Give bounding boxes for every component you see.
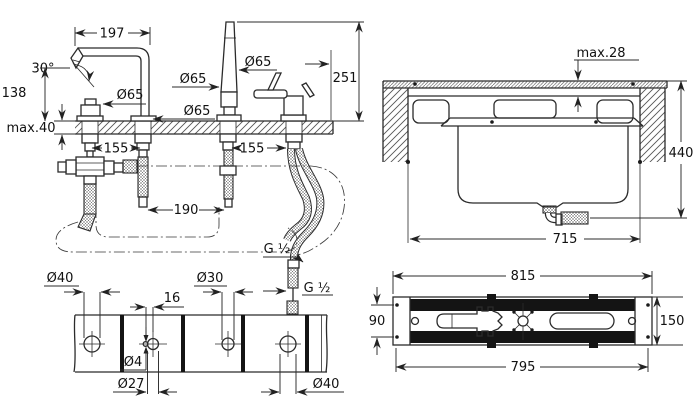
dim-deck-max-section: max.28 [577, 46, 626, 61]
hose-routing-centerlines [55, 165, 345, 256]
supply-hoses [283, 147, 325, 315]
thread-label-2: G ½ [304, 281, 331, 296]
side-view-dimensions: 197 30° 138 max.40 Ø65 Ø65 Ø65 Ø65 251 [2, 21, 364, 296]
dim-box-width: 715 [553, 232, 578, 247]
dim-spout-height: 138 [2, 86, 27, 101]
installation-box [382, 80, 668, 243]
dim-escutcheon-2: Ø65 [180, 72, 207, 87]
dim-hose-spacing: 190 [174, 203, 199, 218]
valve-icon [512, 303, 534, 340]
dim-pin-offset: 16 [164, 291, 181, 306]
lever-handle [253, 72, 315, 150]
mounting-template [392, 294, 653, 348]
dim-template-length: 815 [511, 269, 536, 284]
dim-box-height: 440 [669, 146, 694, 161]
dim-template-screw-v: 90 [369, 314, 386, 329]
dim-spacing-1: 155 [104, 142, 129, 157]
dim-escutcheon-1: Ø65 [117, 88, 144, 103]
dim-spout-reach: 197 [100, 27, 125, 42]
dim-deck-max: max.40 [7, 121, 56, 136]
dim-hole1: Ø40 [47, 271, 74, 286]
diverter-valve [57, 98, 138, 232]
plan-view-dimensions: Ø40 Ø30 16 Ø4 Ø27 Ø40 [44, 271, 344, 396]
mounting-holes [79, 331, 301, 357]
dim-escutcheon-3: Ø65 [184, 104, 211, 119]
section-view-dimensions: max.28 440 715 [409, 46, 694, 247]
template-view-dimensions: 815 90 150 795 [369, 269, 685, 375]
dim-template-screw-h: 795 [511, 360, 536, 375]
spout [70, 46, 157, 208]
dim-hole3: Ø30 [197, 271, 224, 286]
template-view: 815 90 150 795 [369, 269, 685, 375]
thread-label-1: G ½ [264, 242, 291, 257]
dim-shower-height: 251 [333, 71, 358, 86]
dim-escutcheon-4: Ø65 [245, 55, 272, 70]
section-view: max.28 440 715 [382, 46, 694, 247]
deck-strip [73, 314, 328, 373]
dim-spacing-2: 155 [240, 142, 265, 157]
hand-shower [216, 21, 242, 208]
dim-hole4: Ø40 [313, 377, 340, 392]
dim-pin: Ø4 [124, 355, 143, 370]
deck [75, 120, 334, 135]
side-view: 197 30° 138 max.40 Ø65 Ø65 Ø65 Ø65 251 [2, 21, 364, 315]
plan-view: Ø40 Ø30 16 Ø4 Ø27 Ø40 [44, 271, 344, 396]
dim-hole2: Ø27 [118, 377, 145, 392]
dim-spout-angle: 30° [31, 62, 54, 77]
drain-outlet [542, 205, 589, 226]
dim-template-width: 150 [660, 314, 685, 329]
